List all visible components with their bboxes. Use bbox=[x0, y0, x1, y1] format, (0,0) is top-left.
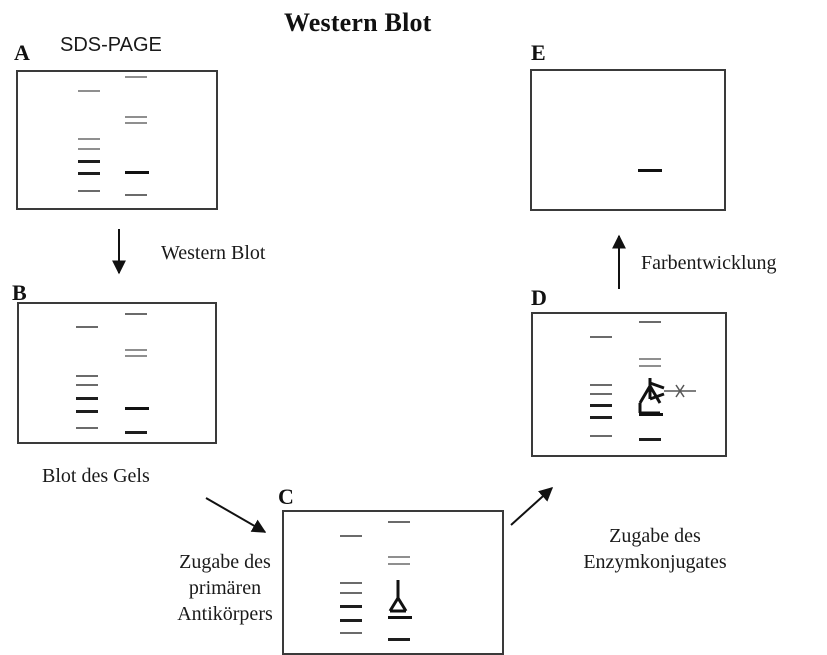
panel-d-caption: Zugabe des Enzymkonjugates bbox=[575, 523, 735, 575]
panel-a-caption: SDS-PAGE bbox=[60, 34, 162, 56]
band bbox=[388, 556, 410, 558]
band bbox=[340, 632, 362, 634]
panel-a-label: A bbox=[14, 40, 30, 65]
arrow-b-to-c bbox=[205, 497, 267, 533]
gel-panel-a bbox=[16, 70, 218, 210]
panel-b-caption: Blot des Gels bbox=[42, 465, 150, 487]
band bbox=[590, 435, 612, 437]
band bbox=[76, 326, 98, 328]
band bbox=[125, 349, 147, 351]
band bbox=[76, 375, 98, 377]
band bbox=[125, 313, 147, 315]
caption-line: Zugabe des bbox=[609, 525, 701, 547]
band bbox=[125, 76, 147, 78]
band bbox=[590, 404, 612, 407]
panel-c-label: C bbox=[278, 484, 294, 509]
band bbox=[78, 138, 100, 140]
band bbox=[78, 148, 100, 150]
band bbox=[125, 431, 147, 434]
band bbox=[340, 535, 362, 537]
band bbox=[388, 563, 410, 565]
band bbox=[340, 592, 362, 594]
band bbox=[340, 619, 362, 622]
band bbox=[78, 160, 100, 163]
diagram-title: Western Blot bbox=[284, 8, 432, 37]
band bbox=[639, 365, 661, 367]
band bbox=[78, 190, 100, 192]
band bbox=[639, 438, 661, 441]
band bbox=[340, 605, 362, 608]
panel-b-label: B bbox=[12, 280, 27, 305]
gel-panel-e bbox=[530, 69, 726, 211]
band bbox=[388, 521, 410, 523]
band bbox=[590, 416, 612, 419]
target-band bbox=[638, 169, 662, 172]
gel-panel-d bbox=[531, 312, 727, 457]
band bbox=[76, 397, 98, 400]
band bbox=[76, 427, 98, 429]
band bbox=[78, 172, 100, 175]
band bbox=[125, 122, 147, 124]
band bbox=[125, 116, 147, 118]
band bbox=[76, 410, 98, 413]
target-band bbox=[125, 407, 149, 410]
target-band bbox=[639, 413, 663, 416]
band bbox=[388, 638, 410, 641]
target-band bbox=[125, 171, 149, 174]
gel-panel-c bbox=[282, 510, 504, 655]
caption-line: primären bbox=[188, 577, 262, 599]
band bbox=[590, 393, 612, 395]
band bbox=[125, 194, 147, 196]
band bbox=[125, 355, 147, 357]
panel-d-label: D bbox=[531, 285, 547, 310]
caption-line: Enzymkonjugates bbox=[583, 551, 727, 573]
caption-line: Antikörpers bbox=[177, 603, 273, 625]
band bbox=[76, 384, 98, 386]
band bbox=[340, 582, 362, 584]
gel-panel-b bbox=[17, 302, 217, 444]
arrow-c-to-d bbox=[510, 487, 554, 526]
band bbox=[78, 90, 100, 92]
band bbox=[590, 336, 612, 338]
target-band bbox=[388, 616, 412, 619]
panel-e-label: E bbox=[531, 40, 546, 65]
step-label-farbentwicklung: Farbentwicklung bbox=[641, 252, 777, 274]
band bbox=[639, 358, 661, 360]
step-label-western-blot: Western Blot bbox=[161, 242, 266, 264]
caption-line: Zugabe des bbox=[179, 551, 271, 573]
band bbox=[639, 321, 661, 323]
band bbox=[590, 384, 612, 386]
panel-c-caption: Zugabe des primären Antikörpers bbox=[160, 549, 290, 627]
